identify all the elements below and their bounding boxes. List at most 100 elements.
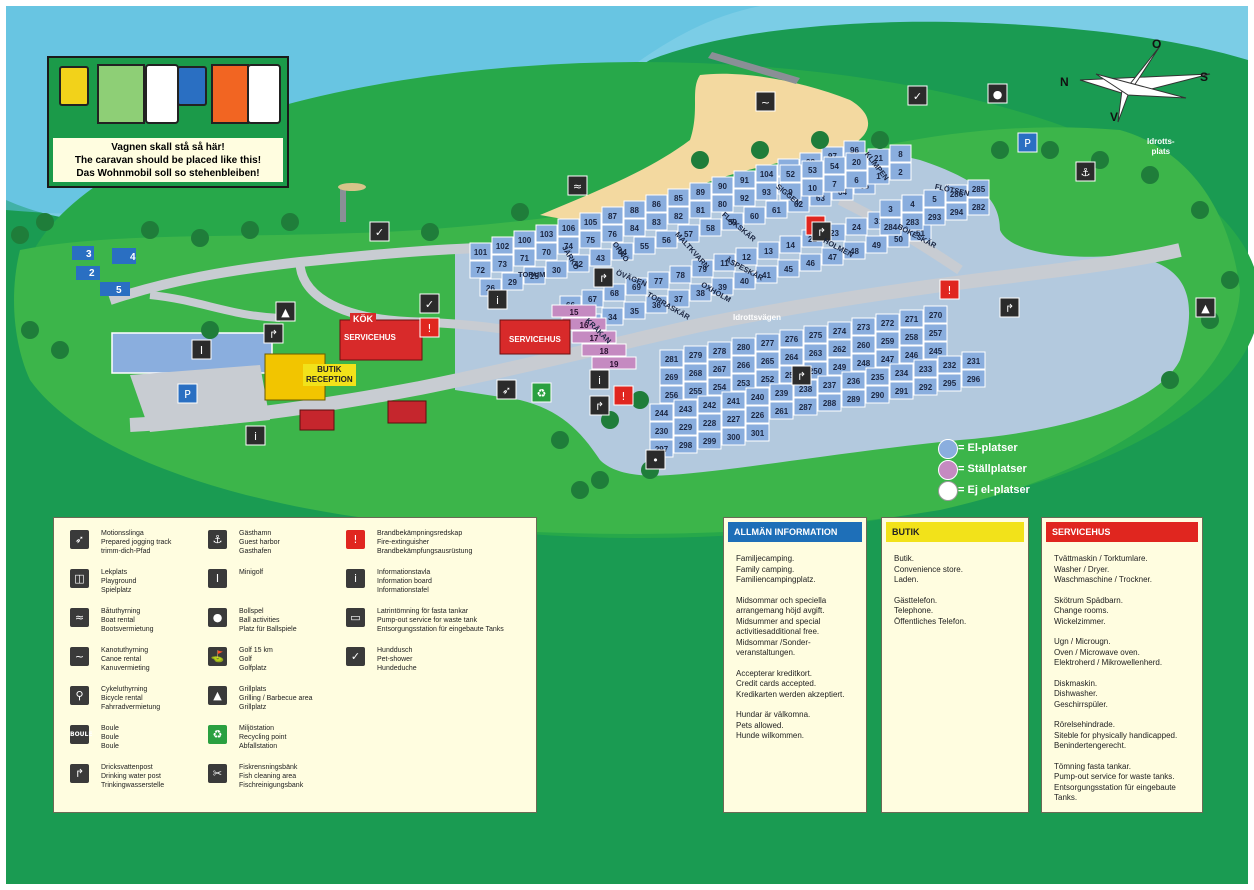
icon-tile [496, 379, 517, 400]
dog-shower-icon: ✓ [907, 85, 928, 106]
plot-number: 283 [906, 218, 920, 227]
compass-s: S [1200, 70, 1209, 84]
car-yellow-icon [59, 66, 89, 106]
plot-number: 11 [720, 259, 729, 268]
plot-shape [557, 236, 580, 255]
legend-line: Playground [101, 577, 137, 585]
campsite-plot: 277 [755, 333, 780, 352]
campsite-plot: 260 [851, 335, 876, 354]
plot-shape [845, 152, 868, 171]
plot-number: 279 [689, 351, 703, 360]
tree [871, 131, 889, 149]
campsite-plot: 79 [691, 259, 714, 278]
legend-line: Spielplatz [101, 586, 132, 594]
dog-shower-icon: ✓ [346, 647, 365, 666]
icon-tile [907, 85, 928, 106]
campsite-plot: 21 [867, 148, 890, 167]
campsite-plot: 9 [779, 182, 802, 201]
icon-tile [419, 293, 440, 314]
info-line: Familjecamping. [736, 554, 795, 563]
plot-shape [865, 367, 890, 386]
campsite-plot: 57 [677, 224, 700, 243]
plot-shape [623, 200, 646, 219]
plot-shape [611, 242, 634, 261]
runner-icon: ➶ [70, 530, 89, 549]
tree [421, 223, 439, 241]
plot-number: 250 [809, 367, 823, 376]
info-line: Geschirrspüler. [1054, 699, 1108, 709]
plot-number: 230 [655, 427, 669, 436]
tree [591, 471, 609, 489]
parking-icon: P [177, 383, 198, 404]
campsite-plot: 266 [731, 355, 756, 374]
plot-number: 253 [737, 379, 751, 388]
plot-shape [545, 260, 568, 279]
plot-shape [645, 212, 668, 231]
plot-shape [923, 341, 948, 360]
plot-number: 228 [703, 419, 717, 428]
compass-v: V [1110, 110, 1119, 124]
stallplats-plot: 18 [581, 343, 627, 357]
plot-number: 3 [888, 205, 893, 214]
grill-icon: ▲ [1195, 297, 1216, 318]
campsite-plot: 267 [707, 359, 732, 378]
plot-shape [535, 224, 558, 243]
plot-shape [691, 259, 714, 278]
plot-number: 234 [895, 369, 909, 378]
plot-shape [889, 162, 912, 181]
plot-number: 51 [916, 229, 925, 238]
campsite-plot: 14 [779, 235, 802, 254]
plot-number: 78 [676, 271, 685, 280]
campsite-plot: 44 [611, 242, 634, 261]
campsite-plot: 86 [645, 194, 668, 213]
plot-number: 246 [905, 351, 919, 360]
plot-shape [699, 218, 722, 237]
icon-tile [939, 279, 960, 300]
parking-area [130, 365, 270, 432]
plot-number: 264 [785, 353, 799, 362]
plot-shape [865, 235, 888, 254]
plot-shape [755, 164, 778, 183]
plot-shape [801, 178, 824, 197]
campsite-plot: 253 [731, 373, 756, 392]
idrottsvagen-label: Idrottsvägen [733, 313, 782, 322]
plot-number: 235 [871, 373, 885, 382]
legend-line: trimm-dich-Pfad [101, 547, 151, 555]
plot-number: 52 [786, 170, 795, 179]
icon-tile [263, 323, 284, 344]
info-line: Hundar är välkomna. [736, 710, 811, 719]
info-spacer [1054, 752, 1192, 762]
plot-number: 43 [596, 254, 605, 263]
campsite-plot: 300 [721, 427, 746, 446]
plot-number: 105 [584, 218, 598, 227]
info-line: Pets allowed. [736, 720, 784, 730]
plot-shape [603, 283, 626, 302]
icon-tile [1017, 132, 1038, 153]
tree [631, 391, 649, 409]
icon-tile [755, 91, 776, 112]
plot-number: 37 [674, 295, 683, 304]
plot-number: 67 [588, 295, 597, 304]
tree [1221, 271, 1239, 289]
plot-shape [827, 357, 852, 376]
dog-shower-icon: ✓ [369, 221, 390, 242]
campsite-plot: 88 [623, 200, 646, 219]
plot-number: 79 [698, 265, 707, 274]
plot-shape [745, 405, 770, 424]
compass-rose [1079, 45, 1211, 123]
plot-shape [841, 389, 866, 408]
plot-shape [923, 305, 948, 324]
campsite-plot: 285 [967, 179, 990, 198]
campsite-plot: 29 [501, 272, 524, 291]
plot-shape [899, 345, 924, 364]
legend-line: Latrintömning för fasta tankar [377, 608, 469, 615]
plot-number: 36 [652, 301, 661, 310]
plot-number: 295 [943, 379, 957, 388]
plot-shape [683, 363, 708, 382]
fire-extinguisher-icon: ! [419, 317, 440, 338]
